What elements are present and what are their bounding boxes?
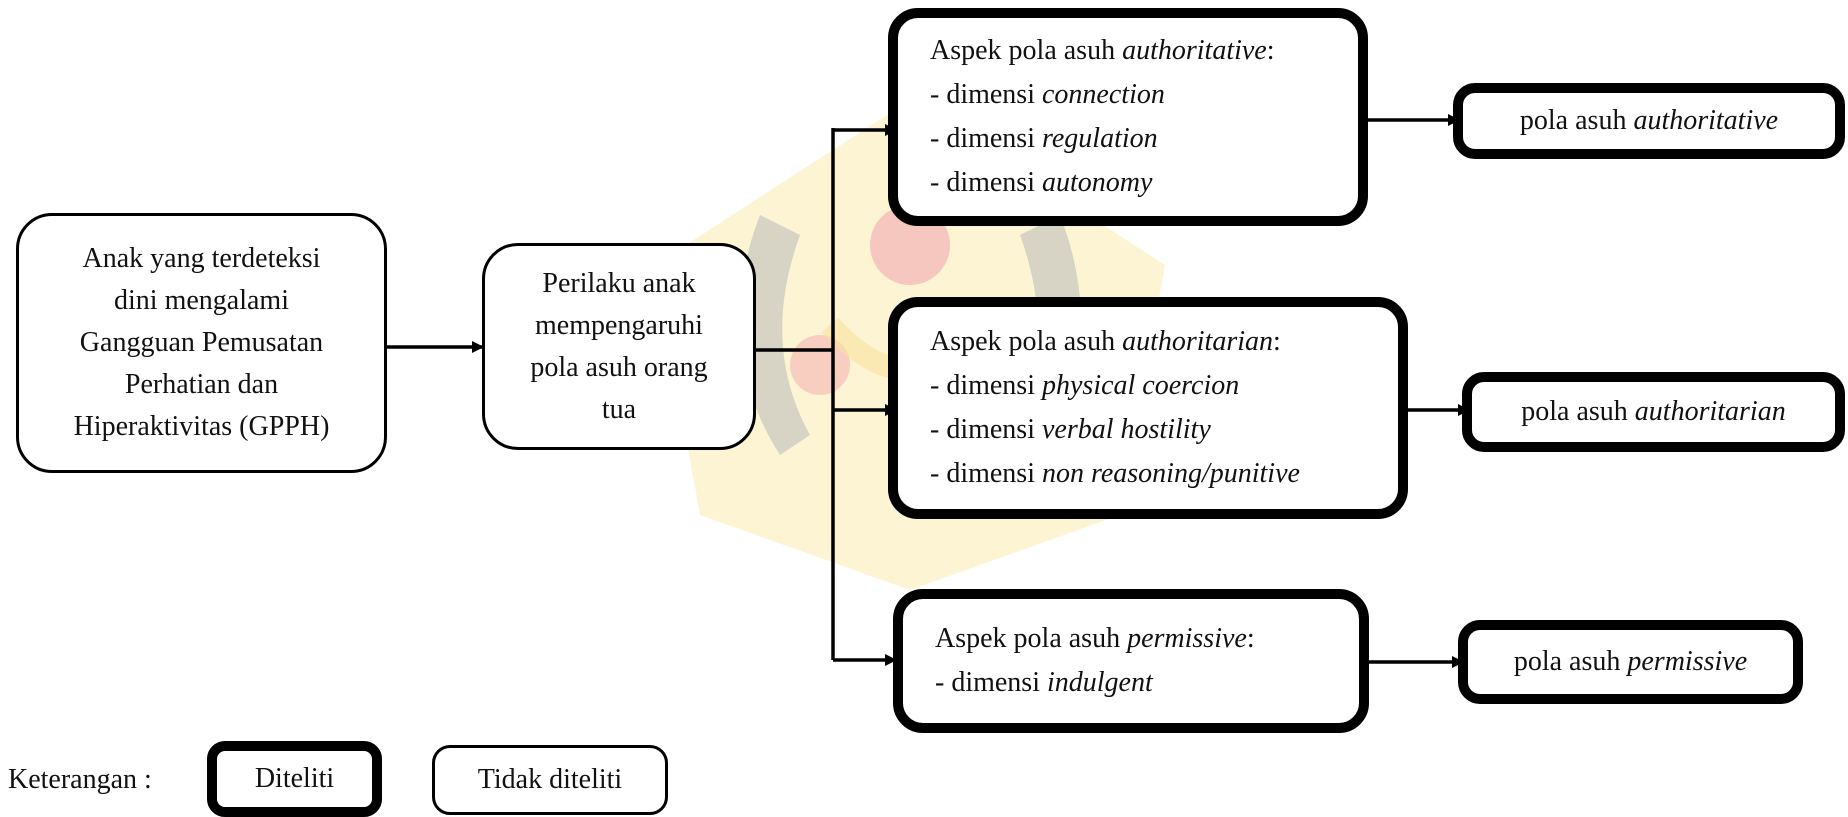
result-authoritarian-box: pola asuh authoritarian (1462, 372, 1845, 452)
dimension-item: - dimensi regulation (930, 123, 1158, 154)
result-authoritative-box: pola asuh authoritative (1453, 83, 1845, 159)
dimension-item: - dimensi indulgent (935, 667, 1153, 698)
aspect-authoritative-box: Aspek pola asuh authoritative: - dimensi… (888, 8, 1368, 226)
result-permissive-box: pola asuh permissive (1458, 620, 1803, 704)
result-authoritative-label: pola asuh authoritative (1519, 105, 1779, 136)
dimension-item: - dimensi autonomy (930, 167, 1153, 198)
legend-not-studied-label: Tidak diteliti (477, 764, 623, 795)
behavior-line: mempengaruhi (535, 309, 703, 341)
aspect-authoritative-heading: Aspek pola asuh authoritative: (930, 35, 1275, 66)
legend-studied-box: Diteliti (207, 741, 382, 817)
dimension-item: - dimensi physical coercion (930, 370, 1240, 401)
child-gpph-line: Perhatian dan (124, 369, 279, 400)
aspect-authoritarian-box: Aspek pola asuh authoritarian: - dimensi… (888, 297, 1408, 519)
aspect-authoritarian-heading: Aspek pola asuh authoritarian: (930, 326, 1281, 357)
child-gpph-line: Anak yang terdeteksi (82, 243, 321, 274)
dimension-item: - dimensi verbal hostility (930, 414, 1211, 445)
result-authoritarian-label: pola asuh authoritarian (1521, 396, 1786, 427)
dimension-item: - dimensi connection (930, 79, 1165, 110)
behavior-box: Perilaku anak mempengaruhi pola asuh ora… (482, 243, 756, 450)
aspect-permissive-heading: Aspek pola asuh permissive: (935, 623, 1255, 654)
child-gpph-box: Anak yang terdeteksi dini mengalami Gang… (16, 213, 387, 473)
child-gpph-line: dini mengalami (114, 285, 289, 316)
behavior-line: Perilaku anak (542, 267, 696, 299)
behavior-line: pola asuh orang (530, 351, 708, 383)
child-gpph-line: Hiperaktivitas (GPPH) (73, 411, 330, 442)
child-gpph-line: Gangguan Pemusatan (79, 327, 324, 358)
legend-studied-label: Diteliti (254, 763, 335, 794)
legend-label: Keterangan : (8, 764, 152, 795)
behavior-line: tua (601, 393, 637, 425)
legend-not-studied-box: Tidak diteliti (432, 745, 668, 815)
result-permissive-label: pola asuh permissive (1513, 646, 1748, 677)
dimension-item: - dimensi non reasoning/punitive (930, 458, 1300, 489)
aspect-permissive-box: Aspek pola asuh permissive: - dimensi in… (893, 589, 1369, 733)
